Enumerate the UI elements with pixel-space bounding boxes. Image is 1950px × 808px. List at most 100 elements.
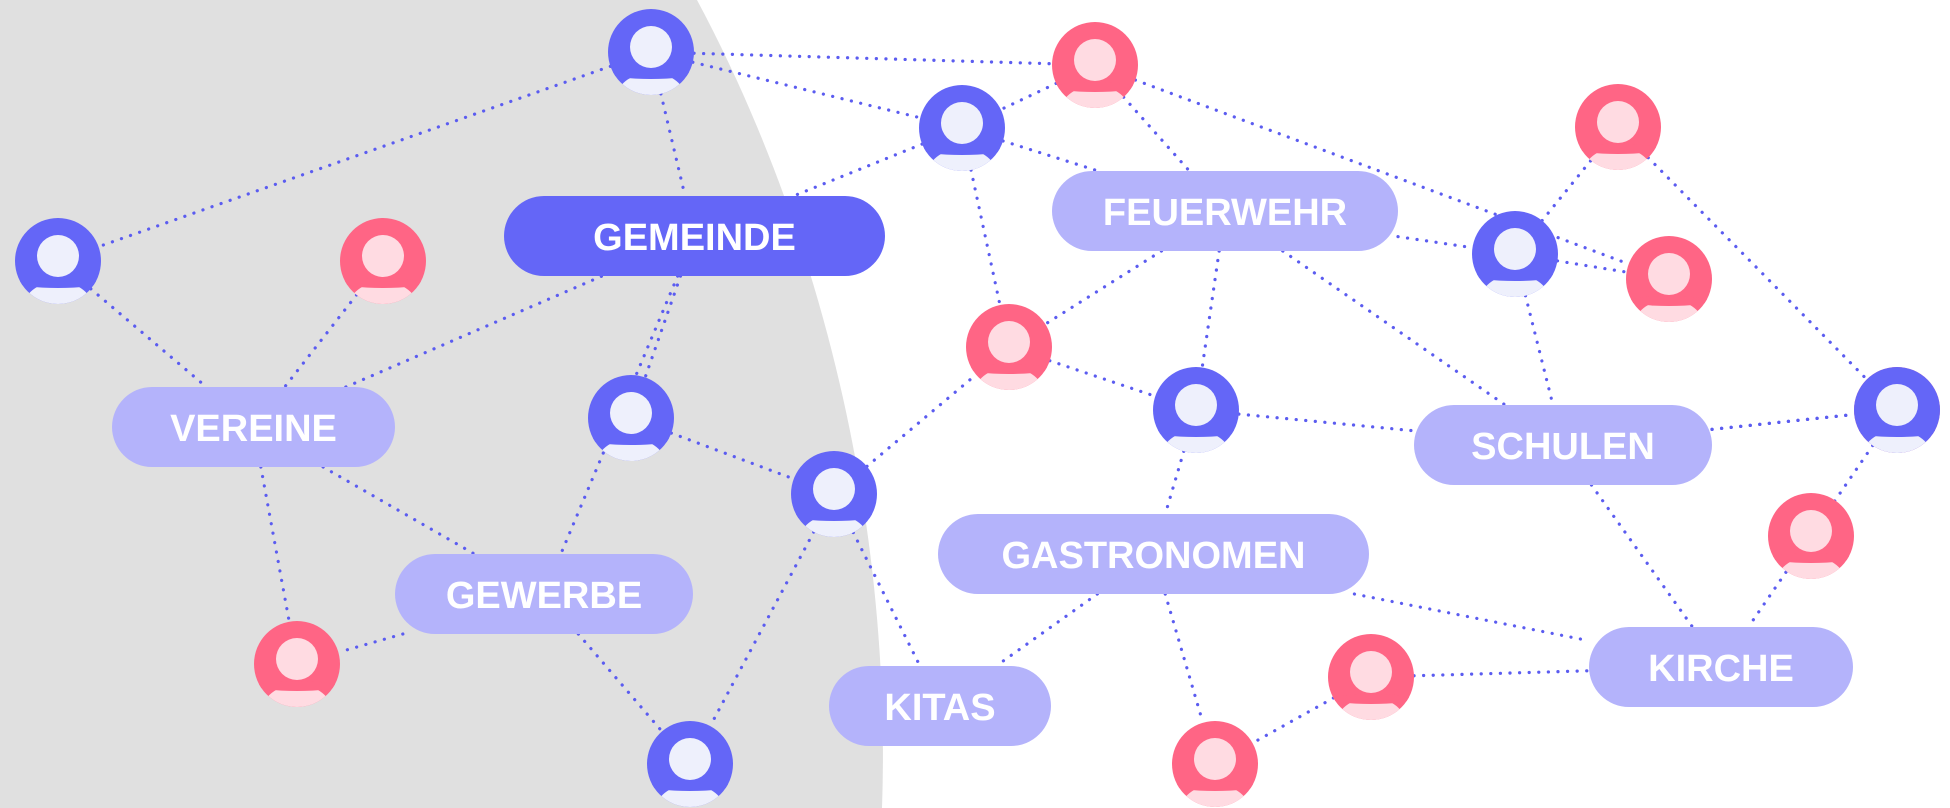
label-text-schulen: SCHULEN xyxy=(1471,426,1655,468)
label-pill xyxy=(112,387,395,467)
label-kitas: KITAS xyxy=(829,666,1051,746)
group-labels: GEMEINDE FEUERWEHR VEREINE SCHULEN GASTRONOM… xyxy=(112,171,1853,746)
label-text-vereine: VEREINE xyxy=(170,408,337,450)
link-p10-p11 xyxy=(1048,359,1157,398)
link-p3-feuerwehr xyxy=(1001,139,1100,173)
person-p6 xyxy=(340,218,426,304)
person-p15 xyxy=(254,621,340,707)
label-text-gewerbe: GEWERBE xyxy=(446,575,642,617)
person-avatar-icon xyxy=(922,102,1002,171)
link-schulen-p12 xyxy=(1710,412,1856,431)
label-text-feuerwehr: FEUERWEHR xyxy=(1103,192,1347,234)
link-feuerwehr-p9 xyxy=(1396,235,1475,250)
link-gewerbe-p15 xyxy=(336,632,405,654)
link-p14-kitas xyxy=(851,530,922,668)
link-p12-kirche xyxy=(1746,443,1875,629)
person-p10 xyxy=(966,304,1052,390)
label-feuerwehr: FEUERWEHR xyxy=(1052,171,1398,251)
link-p2-p8 xyxy=(1133,78,1631,266)
person-nodes xyxy=(15,9,1940,807)
label-vereine: VEREINE xyxy=(112,387,395,467)
label-pill xyxy=(1589,627,1853,707)
connection-links xyxy=(89,51,1875,745)
person-avatar-icon xyxy=(1629,253,1709,322)
person-avatar-icon xyxy=(1175,738,1255,807)
person-avatar-icon xyxy=(650,738,730,807)
link-p1-p2 xyxy=(692,51,1054,66)
person-avatar-icon xyxy=(794,468,874,537)
link-p1-p5 xyxy=(96,64,613,249)
link-p2-p3 xyxy=(999,81,1058,112)
link-p3-p10 xyxy=(969,168,1002,307)
person-avatar-icon xyxy=(257,638,337,707)
link-p11-schulen xyxy=(1237,412,1416,433)
link-gewerbe-p18 xyxy=(576,632,664,733)
person-p17 xyxy=(1328,634,1414,720)
person-avatar-icon xyxy=(18,235,98,304)
person-avatar-icon xyxy=(1475,228,1555,297)
link-vereine-gemeinde xyxy=(344,274,604,389)
label-gastronomen: GASTRONOMEN xyxy=(938,514,1369,594)
person-p18 xyxy=(647,721,733,807)
label-text-gemeinde: GEMEINDE xyxy=(593,217,796,259)
link-p4-p16 xyxy=(1646,156,1869,381)
label-pill xyxy=(938,514,1369,594)
label-pill xyxy=(829,666,1051,746)
person-p3 xyxy=(919,85,1005,171)
label-schulen: SCHULEN xyxy=(1414,405,1712,485)
person-p4 xyxy=(1575,84,1661,170)
person-avatar-icon xyxy=(1156,384,1236,453)
link-p9-p8 xyxy=(1555,259,1629,274)
link-vereine-gewerbe xyxy=(321,465,477,556)
link-p17-kirche xyxy=(1412,669,1591,678)
link-feuerwehr-p10 xyxy=(1043,249,1164,326)
label-pill xyxy=(1052,171,1398,251)
person-avatar-icon xyxy=(591,392,671,461)
label-kirche: KIRCHE xyxy=(1589,627,1853,707)
label-gemeinde: GEMEINDE xyxy=(504,196,885,276)
person-avatar-icon xyxy=(1771,510,1851,579)
label-text-gastronomen: GASTRONOMEN xyxy=(1002,535,1306,577)
link-gemeinde-p7 xyxy=(643,274,683,380)
link-feuerwehr-schulen xyxy=(1281,249,1507,407)
person-avatar-icon xyxy=(1055,39,1135,108)
person-p2 xyxy=(1052,22,1138,108)
link-schulen-p16 xyxy=(1710,412,1856,431)
label-pill xyxy=(395,554,693,634)
person-avatar-icon xyxy=(969,321,1049,390)
label-pill xyxy=(504,196,885,276)
link-gastronomen-p19 xyxy=(1163,592,1205,725)
link-feuerwehr-p11 xyxy=(1200,249,1221,370)
label-text-kitas: KITAS xyxy=(884,687,995,729)
link-p9-p4 xyxy=(1540,158,1593,223)
person-p11 xyxy=(1153,367,1239,453)
link-p5-vereine xyxy=(89,287,208,389)
person-p14 xyxy=(791,451,877,537)
link-p1-p3 xyxy=(691,60,922,120)
link-p11-gastronomen xyxy=(1163,449,1186,516)
person-avatar-icon xyxy=(1331,651,1411,720)
label-gewerbe: GEWERBE xyxy=(395,554,693,634)
person-avatar-icon xyxy=(1578,101,1658,170)
link-gastronomen-kirche xyxy=(1352,592,1591,643)
person-p9 xyxy=(1472,211,1558,297)
person-p5 xyxy=(15,218,101,304)
person-p13 xyxy=(1768,493,1854,579)
label-text-kirche: KIRCHE xyxy=(1648,648,1794,690)
person-avatar-icon xyxy=(611,26,691,95)
person-avatar-icon xyxy=(1857,384,1937,453)
link-p1-gemeinde xyxy=(659,92,687,198)
person-avatar-icon xyxy=(343,235,423,304)
person-p16 xyxy=(1854,367,1940,453)
person-p19 xyxy=(1172,721,1258,807)
person-p7 xyxy=(588,375,674,461)
link-p17-p19 xyxy=(1250,696,1336,745)
link-p2-feuerwehr xyxy=(1121,95,1191,173)
link-gastronomen-kitas xyxy=(994,592,1099,668)
link-p14-p10 xyxy=(865,373,978,468)
person-p8 xyxy=(1626,236,1712,322)
link-p6-vereine xyxy=(283,293,359,389)
link-p14-p18 xyxy=(708,530,816,728)
label-pill xyxy=(1414,405,1712,485)
